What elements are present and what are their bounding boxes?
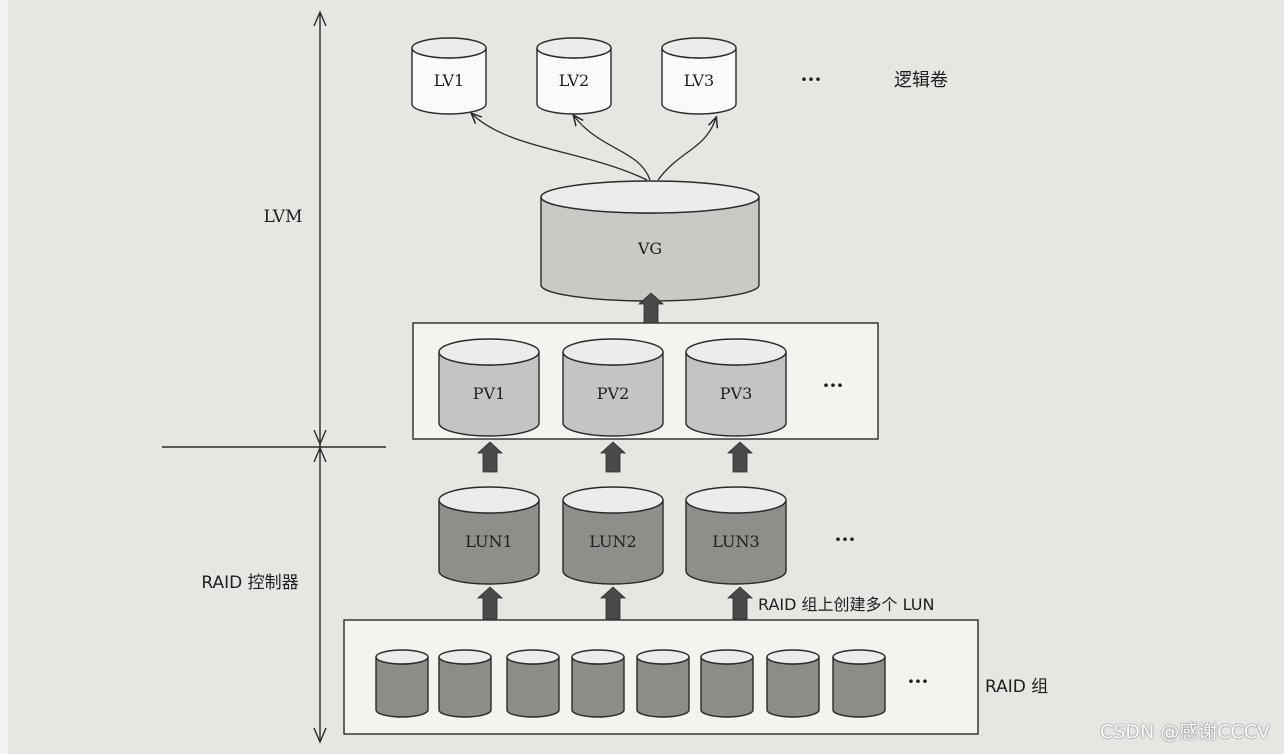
lv-cylinder-2: LV2 <box>536 37 612 115</box>
pv-cylinder-2-label: PV2 <box>597 384 630 403</box>
vg-to-lv1-arrow <box>472 114 648 181</box>
lun-cylinder-3-label: LUN3 <box>712 532 759 551</box>
lv-cylinder-3-label: LV3 <box>684 71 714 90</box>
raid-disk-8-top <box>832 649 886 665</box>
lun-group: LUN1 LUN2 LUN3 <box>438 486 787 585</box>
raid-controller-label: RAID 控制器 <box>201 573 298 593</box>
raid-create-lun-label: RAID 组上创建多个 LUN <box>758 595 934 614</box>
lv-ellipsis: ··· <box>801 67 822 91</box>
vg-to-lv3-arrow <box>657 118 716 181</box>
raid-disk-3-top <box>506 649 560 665</box>
lun-cylinder-3-top <box>685 486 787 514</box>
lun-ellipsis: ··· <box>835 527 856 551</box>
lv-cylinder-2-top <box>536 37 612 59</box>
logical-volume-label: 逻辑卷 <box>894 70 948 91</box>
lv-cylinder-3-top <box>661 37 737 59</box>
lun-cylinder-2-label: LUN2 <box>589 532 636 551</box>
watermark: CSDN @感谢CCCV <box>1099 721 1270 743</box>
vg-top <box>540 180 760 214</box>
pv-group: PV1 PV2 PV3 <box>438 338 787 437</box>
raid-disk-group <box>375 649 886 718</box>
lun-cylinder-1-label: LUN1 <box>465 532 512 551</box>
axis-arrow-top <box>313 10 327 27</box>
axis-arrow-raid-top <box>313 446 327 463</box>
lv-cylinder-3: LV3 <box>661 37 737 115</box>
raid-disk-8-body <box>832 656 886 718</box>
lv-cylinder-1: LV1 <box>411 37 487 115</box>
pv-cylinder-3: PV3 <box>685 338 787 437</box>
pv-to-vg-arrow <box>637 292 665 324</box>
raid-group-label: RAID 组 <box>985 677 1048 697</box>
raid-to-lun-arrow-1 <box>476 586 504 620</box>
raid-disk-6-body <box>700 656 754 718</box>
raid-disk-6 <box>700 649 754 718</box>
lun-to-pv-arrow-3 <box>726 441 754 473</box>
raid-disk-7-top <box>766 649 820 665</box>
raid-disk-3-body <box>506 656 560 718</box>
vg: VG <box>540 180 760 302</box>
pv-cylinder-2-top <box>562 338 664 366</box>
pv-cylinder-1: PV1 <box>438 338 540 437</box>
pv-cylinder-1-top <box>438 338 540 366</box>
raid-disk-2 <box>438 649 492 718</box>
raid-disk-3 <box>506 649 560 718</box>
lv-cylinder-1-top <box>411 37 487 59</box>
lvm-label: LVM <box>264 207 303 227</box>
raid-disk-4-top <box>571 649 625 665</box>
raid-disk-5-top <box>636 649 690 665</box>
lun-cylinder-1-top <box>438 486 540 514</box>
lun-cylinder-1: LUN1 <box>438 486 540 585</box>
raid-disk-5-body <box>636 656 690 718</box>
pv-cylinder-3-label: PV3 <box>720 384 753 403</box>
axis-arrow-bottom <box>313 727 327 744</box>
vg-to-lv2-arrow <box>574 116 651 181</box>
pv-ellipsis: ··· <box>823 373 844 397</box>
raid-disk-1-body <box>375 656 429 718</box>
pv-cylinder-1-label: PV1 <box>473 384 506 403</box>
raid-disk-7 <box>766 649 820 718</box>
raid-disk-2-top <box>438 649 492 665</box>
raid-disk-1-top <box>375 649 429 665</box>
pv-cylinder-2: PV2 <box>562 338 664 437</box>
lv-group: LV1 LV2 LV3 <box>411 37 737 115</box>
block-arrows <box>476 292 754 620</box>
page-margin-band <box>0 0 8 754</box>
lun-cylinder-3: LUN3 <box>685 486 787 585</box>
raid-to-lun-arrow-3 <box>726 586 754 620</box>
vg-cylinder: VG <box>540 180 760 302</box>
lv-cylinder-1-label: LV1 <box>434 71 464 90</box>
lv-cylinder-2-label: LV2 <box>559 71 589 90</box>
lun-cylinder-2-top <box>562 486 664 514</box>
raid-disk-6-top <box>700 649 754 665</box>
lun-to-pv-arrow-1 <box>476 441 504 473</box>
lun-to-pv-arrow-2 <box>599 441 627 473</box>
axis-arrow-lvm-bottom <box>313 429 327 446</box>
raid-disk-1 <box>375 649 429 718</box>
lun-cylinder-2: LUN2 <box>562 486 664 585</box>
raid-disk-8 <box>832 649 886 718</box>
raid-disk-2-body <box>438 656 492 718</box>
pv-cylinder-3-top <box>685 338 787 366</box>
raid-to-lun-arrow-2 <box>599 586 627 620</box>
raid-disk-5 <box>636 649 690 718</box>
raid-disk-7-body <box>766 656 820 718</box>
raid-disk-4 <box>571 649 625 718</box>
raid-disk-ellipsis: ··· <box>908 669 929 693</box>
vg-label: VG <box>637 239 662 258</box>
raid-disk-4-body <box>571 656 625 718</box>
